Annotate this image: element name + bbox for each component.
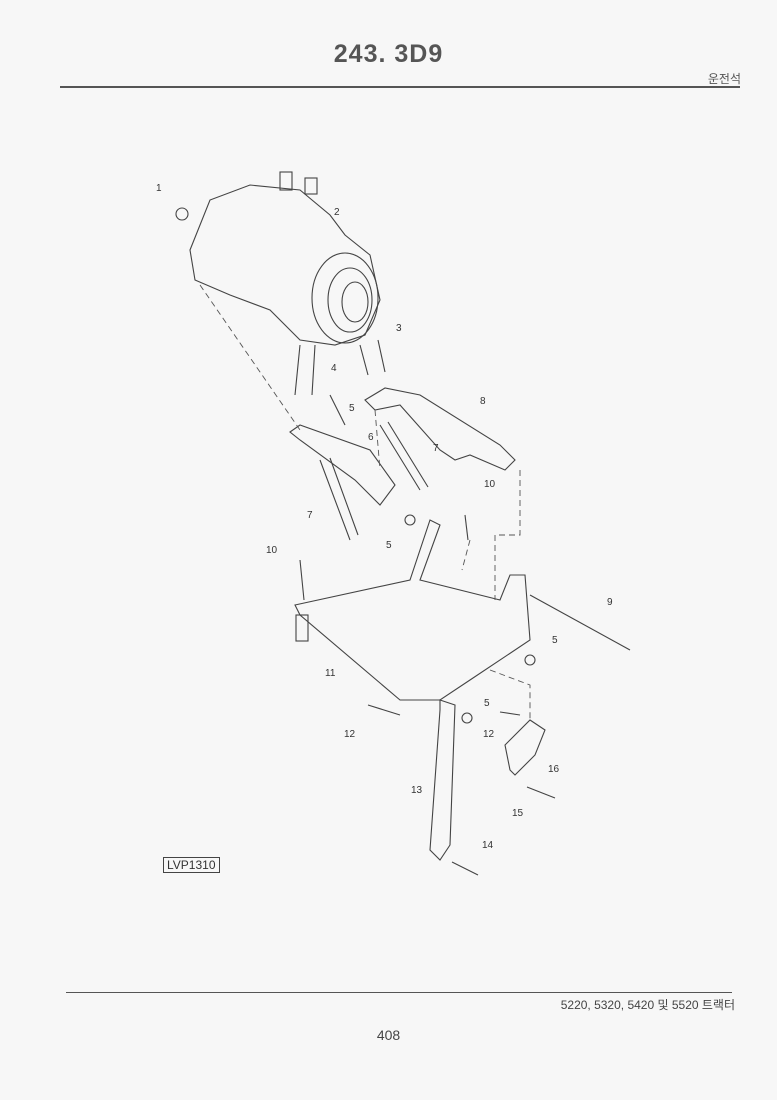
callout: 10	[266, 545, 278, 556]
callout: 1	[156, 183, 162, 194]
callout: 5	[552, 635, 558, 646]
callout: 14	[482, 840, 494, 851]
callout: 5	[349, 403, 355, 414]
callout: 12	[344, 729, 356, 740]
callout: 2	[334, 207, 340, 218]
section-label: 운전석	[707, 72, 741, 86]
figure-reference-code: LVP1310	[163, 857, 220, 873]
callout: 16	[548, 764, 560, 775]
page-title: 243. 3D9	[333, 40, 444, 68]
callout: 13	[411, 785, 423, 796]
callout: 9	[607, 597, 613, 608]
callout: 7	[307, 510, 313, 521]
callout: 4	[331, 363, 337, 374]
callout-labels: 1 2 3 4 5 6 7 8 10 7 5 10 9 5 11 5 12 12…	[156, 183, 613, 851]
callout: 5	[484, 698, 490, 709]
assembly-lines	[199, 284, 531, 720]
page-number: 408	[376, 1027, 401, 1043]
footer-divider	[66, 992, 732, 993]
header-divider	[60, 86, 740, 88]
callout: 6	[368, 432, 374, 443]
callout: 8	[480, 396, 486, 407]
callout: 10	[484, 479, 496, 490]
callout: 7	[433, 443, 439, 454]
callout: 5	[386, 540, 392, 551]
bracket-drawing	[289, 387, 631, 876]
compressor-drawing	[175, 171, 386, 396]
callout: 11	[325, 668, 336, 679]
callout: 12	[483, 729, 495, 740]
callout: 15	[512, 808, 524, 819]
footer-models: 5220, 5320, 5420 및 5520 트랙터	[560, 998, 735, 1012]
callout: 3	[396, 323, 402, 334]
